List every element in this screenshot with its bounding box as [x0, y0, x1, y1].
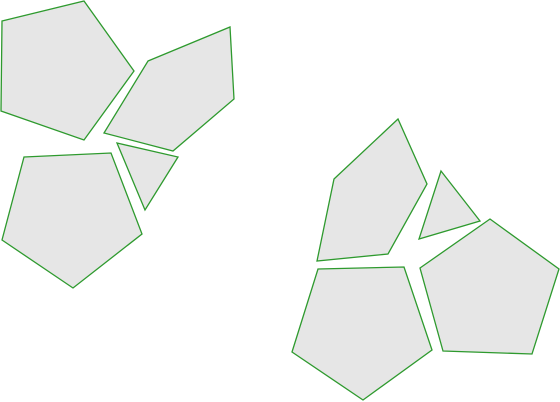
- pentagon-bottom-right: [419, 218, 560, 355]
- pentagon-bottom-left: [291, 266, 433, 401]
- triangle-middle: [115, 142, 180, 212]
- quad-top-right: [102, 26, 235, 152]
- cluster-left: [0, 0, 235, 289]
- triangle-right: [418, 169, 482, 240]
- pentagon-bottom: [1, 152, 143, 289]
- quad-top: [316, 117, 428, 262]
- cluster-right: [291, 117, 560, 401]
- pentagon-top-left: [0, 0, 135, 141]
